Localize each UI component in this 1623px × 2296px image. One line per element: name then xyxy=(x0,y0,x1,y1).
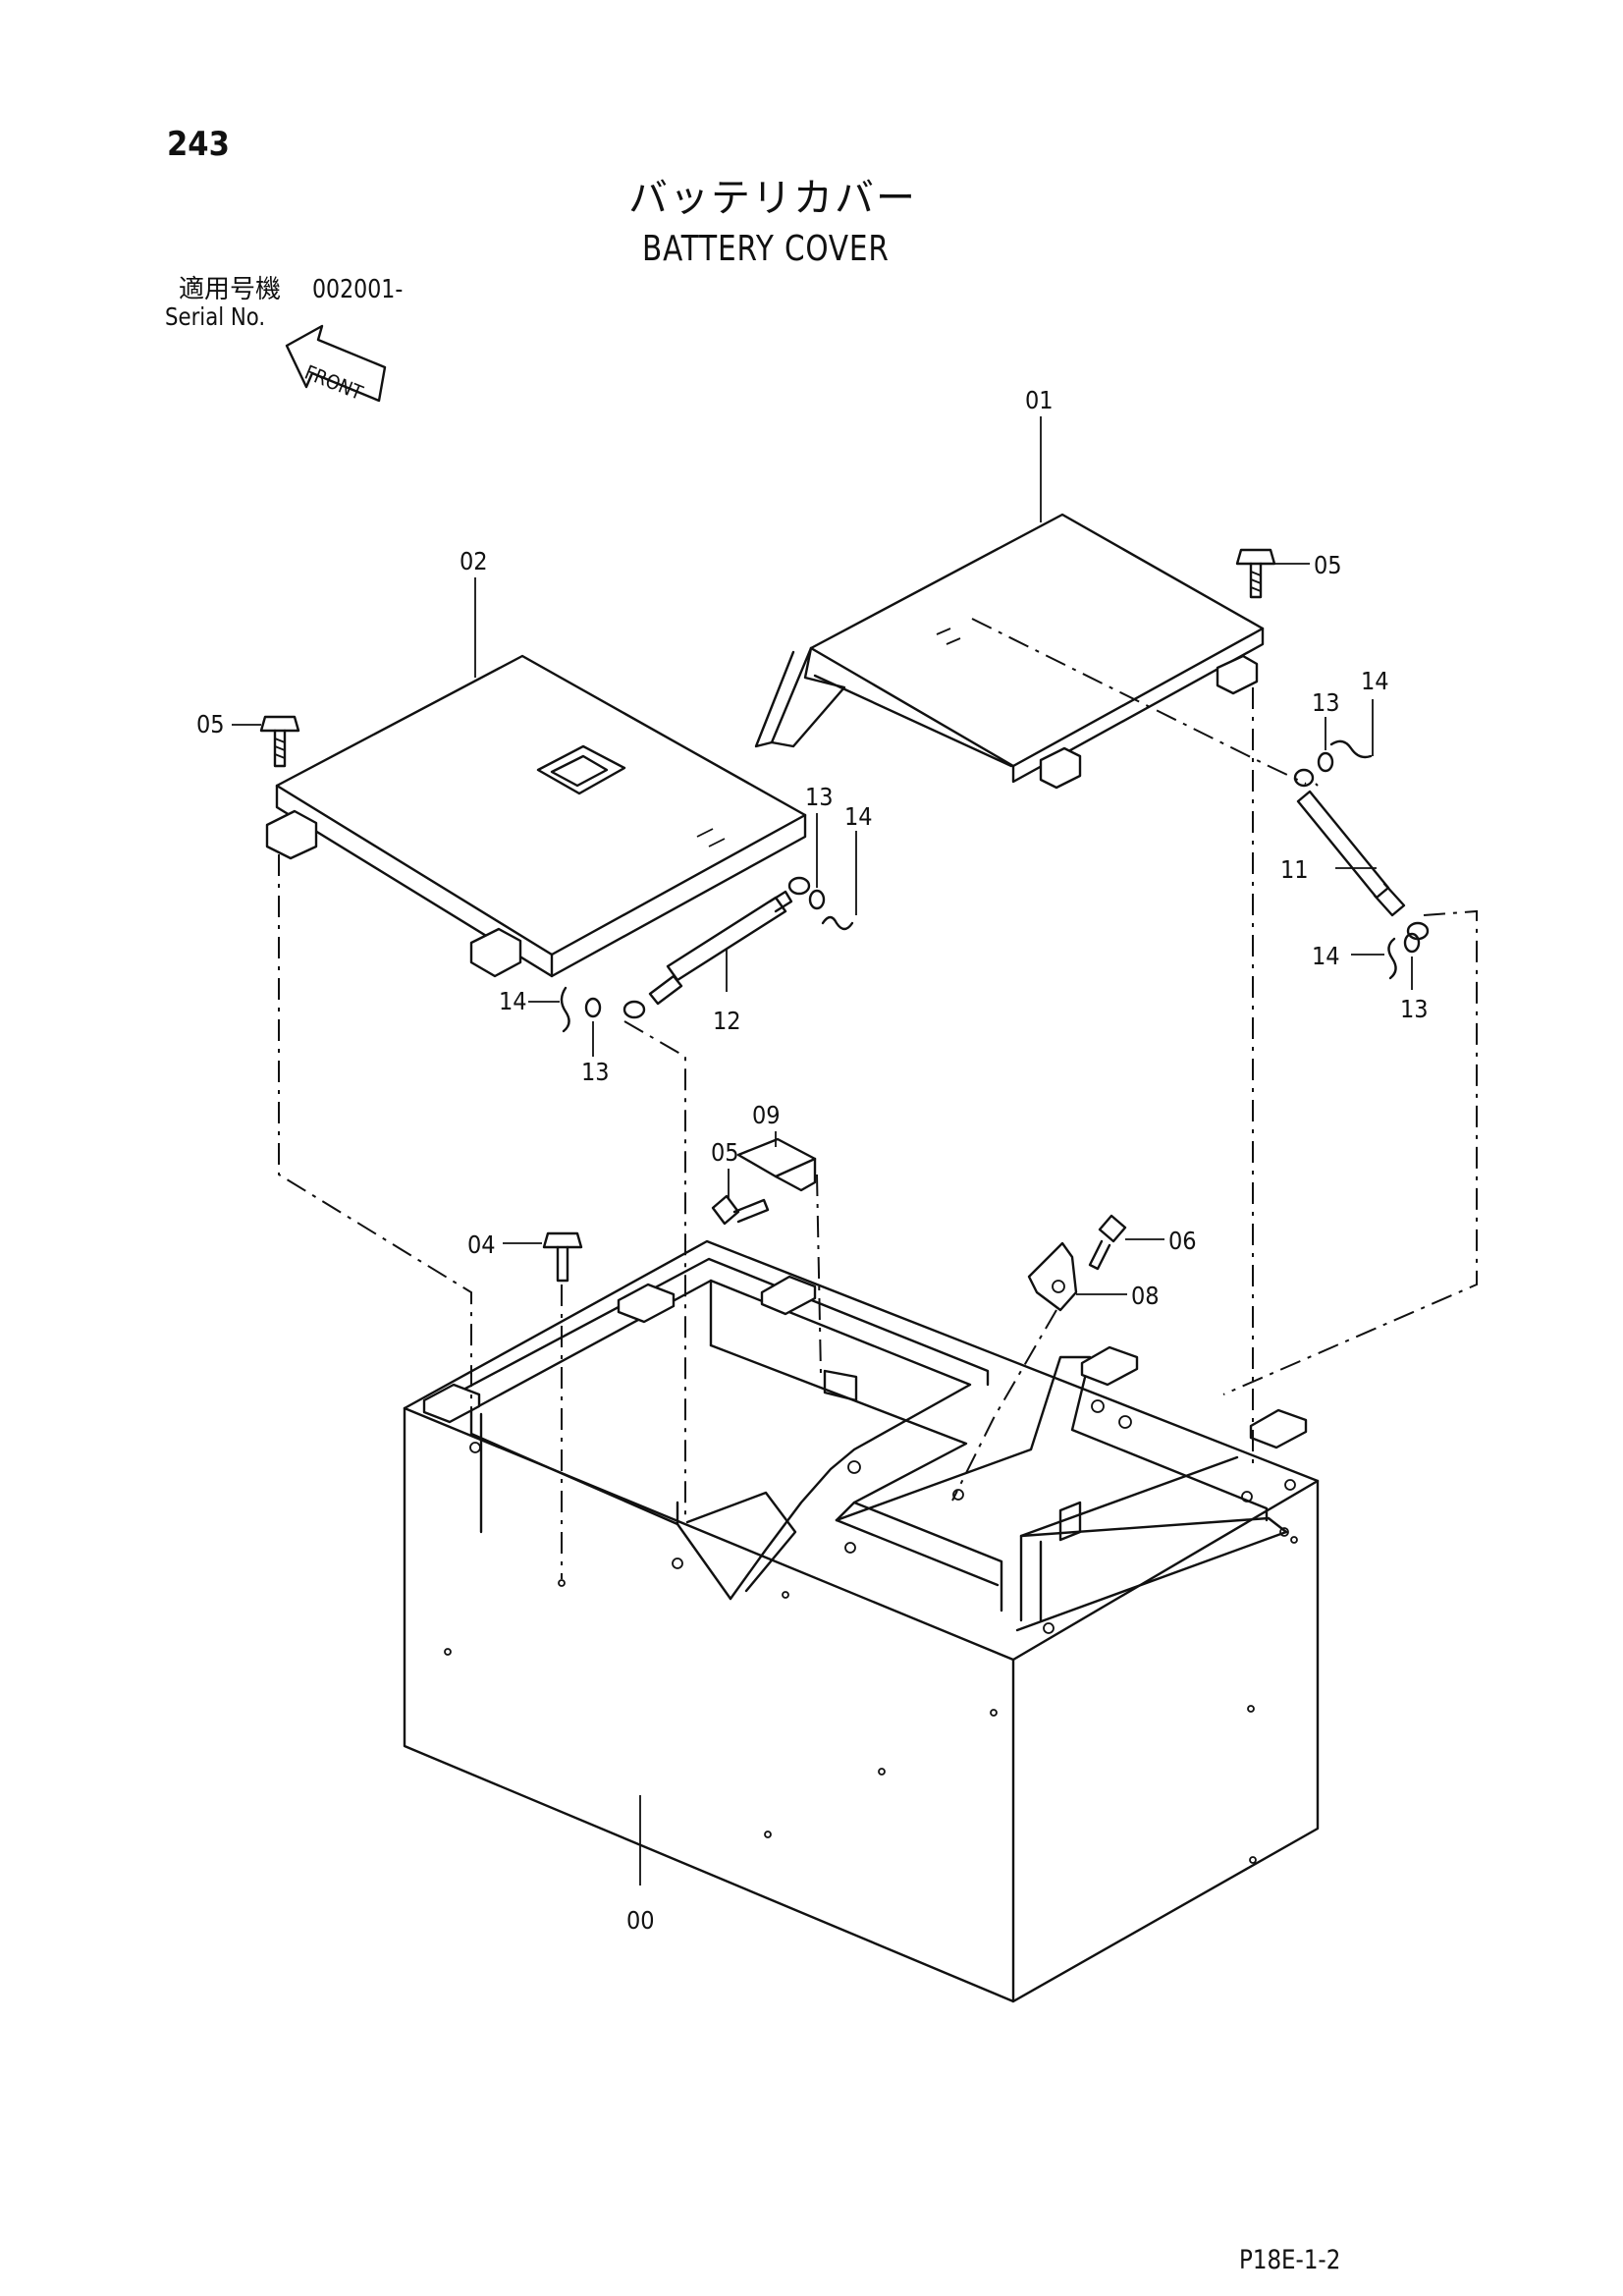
serial-label-english: Serial No. xyxy=(165,302,266,331)
clip-icon xyxy=(560,986,570,1033)
part-label-06: 06 xyxy=(1168,1227,1197,1255)
part-label-12: 12 xyxy=(713,1007,741,1035)
title-japanese: バッテリカバー xyxy=(628,176,917,221)
part-label-05-right: 05 xyxy=(1314,551,1342,579)
washer-icon xyxy=(584,997,602,1018)
part-label-00: 00 xyxy=(626,1906,655,1935)
battery-box-part xyxy=(403,1239,1320,2003)
latch-bracket-part xyxy=(1027,1241,1078,1312)
bolt-icon xyxy=(542,1231,583,1283)
clip-icon xyxy=(821,915,854,931)
part-label-14-a: 14 xyxy=(844,802,873,831)
clip-icon xyxy=(1329,739,1373,759)
part-label-08: 08 xyxy=(1131,1282,1160,1310)
part-label-13-c: 13 xyxy=(1312,688,1340,717)
serial-range: 002001- xyxy=(312,275,404,304)
bolt-icon xyxy=(259,715,300,768)
part-label-13-b: 13 xyxy=(581,1058,610,1086)
washer-icon xyxy=(1317,751,1334,773)
front-label: FRONT xyxy=(301,360,367,406)
part-label-04: 04 xyxy=(467,1230,496,1259)
part-label-09: 09 xyxy=(752,1101,781,1129)
part-label-05-left: 05 xyxy=(196,710,225,738)
rear-cover-part xyxy=(754,513,1265,790)
part-label-14-b: 14 xyxy=(499,987,527,1015)
gas-strut-part xyxy=(1293,768,1430,941)
bolt-icon xyxy=(711,1194,770,1226)
title-english: BATTERY COVER xyxy=(642,229,890,269)
clip-icon xyxy=(1387,937,1397,980)
part-label-13-a: 13 xyxy=(805,783,834,811)
part-label-01: 01 xyxy=(1025,386,1054,414)
part-label-05-mid: 05 xyxy=(711,1138,739,1167)
page-number: 243 xyxy=(167,125,230,164)
part-label-11: 11 xyxy=(1280,855,1309,884)
bolt-icon xyxy=(1088,1214,1127,1271)
part-label-14-c: 14 xyxy=(1361,667,1389,695)
gas-strut-part xyxy=(622,876,811,1019)
washer-icon xyxy=(808,889,826,910)
part-label-14-d: 14 xyxy=(1312,942,1340,970)
bolt-icon xyxy=(1235,548,1276,599)
serial-label-japanese: 適用号機 xyxy=(179,275,282,304)
part-label-02: 02 xyxy=(460,547,488,575)
front-arrow-icon: FRONT xyxy=(285,324,387,406)
bracket-part xyxy=(736,1137,817,1192)
washer-icon xyxy=(1403,932,1421,954)
part-label-13-d: 13 xyxy=(1400,995,1429,1023)
front-cover-part xyxy=(265,654,807,978)
document-code: P18E-1-2 xyxy=(1239,2245,1341,2275)
